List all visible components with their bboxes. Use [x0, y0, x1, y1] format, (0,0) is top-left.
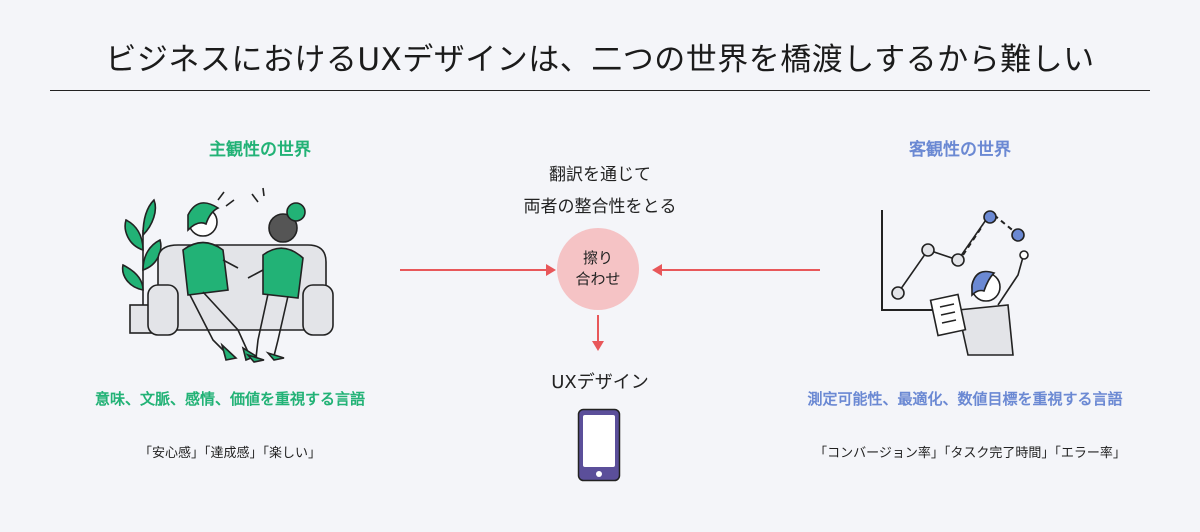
subjective-examples: 「安心感」「達成感」「楽しい」 — [138, 446, 321, 461]
ux-design-label: UXデザイン — [551, 372, 649, 393]
translation-caption-line1: 翻訳を通じて — [549, 165, 651, 185]
objective-description: 測定可能性、最適化、数値目標を重視する言語 — [807, 390, 1123, 408]
conversation-marks-icon — [217, 187, 265, 207]
arrow-right-to-center — [652, 264, 820, 276]
merge-label-line2: 合わせ — [575, 270, 621, 288]
objective-examples: 「コンバージョン率」「タスク完了時間」「エラー率」 — [814, 446, 1126, 461]
person-analyzing-chart-illustration — [881, 210, 1029, 356]
merge-label-line1: 擦り — [582, 249, 613, 267]
subjective-description: 意味、文脈、感情、価値を重視する言語 — [94, 390, 365, 408]
sofa-icon — [147, 244, 334, 336]
subjective-world-heading: 主観性の世界 — [209, 140, 311, 160]
translation-caption-line2: 両者の整合性をとる — [523, 197, 677, 217]
title-divider — [50, 90, 1150, 91]
analyst-person-icon — [929, 250, 1029, 356]
person-right-icon — [245, 202, 306, 363]
arrow-left-to-center — [400, 264, 556, 276]
person-left-icon — [182, 202, 258, 362]
people-on-sofa-illustration — [121, 187, 334, 363]
page-title: ビジネスにおけるUXデザインは、二つの世界を橋渡しするから難しい — [105, 42, 1095, 78]
arrow-down-to-result — [592, 315, 604, 351]
merge-circle: 擦り 合わせ — [557, 228, 639, 310]
objective-world-heading: 客観性の世界 — [909, 140, 1011, 160]
smartphone-icon — [577, 408, 621, 482]
